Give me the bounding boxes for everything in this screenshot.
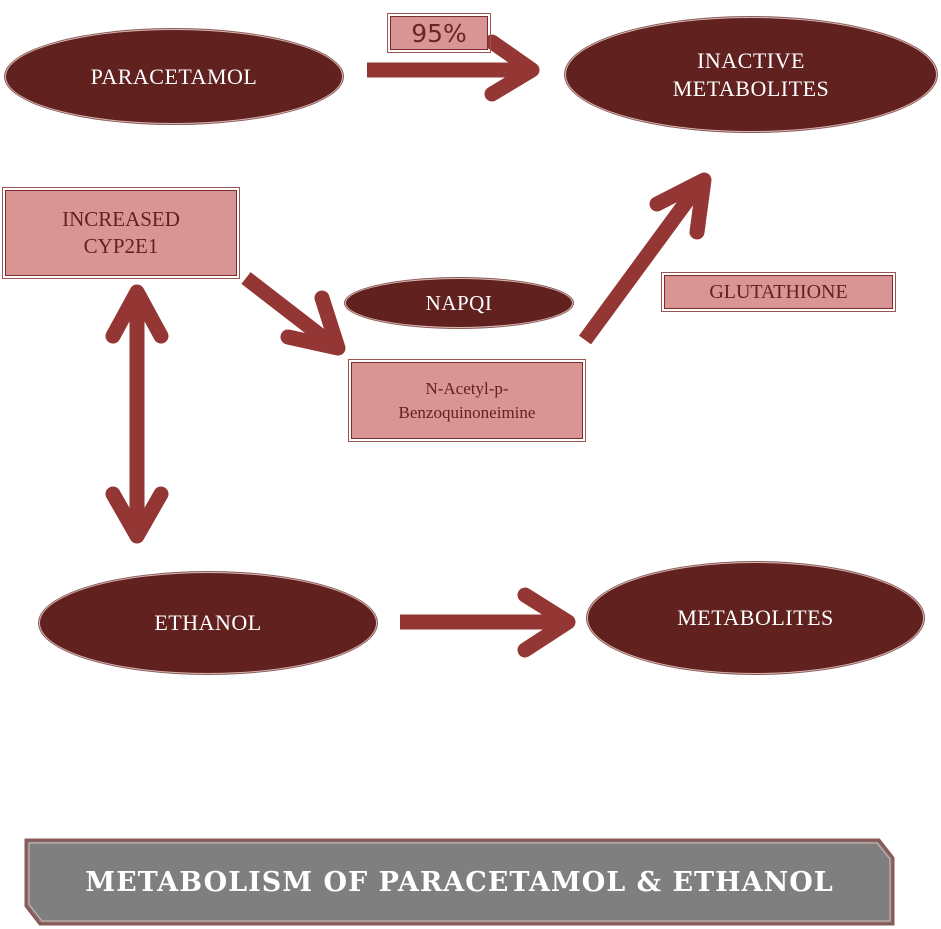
node-napqi-full-line2: Benzoquinoneimine bbox=[398, 402, 536, 422]
node-ethanol: ETHANOL bbox=[40, 573, 376, 673]
node-napqi: NAPQI bbox=[346, 279, 572, 327]
node-cyp-label-line2: CYP2E1 bbox=[83, 234, 159, 258]
node-napqi-label: NAPQI bbox=[425, 291, 493, 315]
node-glutathione: GLUTATHIONE bbox=[661, 272, 896, 312]
node-inactive-label-line2: METABOLITES bbox=[672, 75, 830, 101]
arrow-ethanol-to-metabolites bbox=[400, 587, 576, 658]
node-inactive-label-line1: INACTIVE bbox=[697, 47, 805, 73]
title-banner: METABOLISM OF PARACETAMOL & ETHANOL bbox=[24, 838, 895, 926]
percent-value: 95% bbox=[411, 18, 467, 48]
percent-label: 95% bbox=[387, 13, 491, 53]
node-ethanol-label: ETHANOL bbox=[154, 610, 262, 635]
banner-shape bbox=[24, 838, 895, 926]
node-cyp-label-line1: INCREASED bbox=[62, 207, 180, 231]
node-metabolites-label: METABOLITES bbox=[677, 605, 834, 630]
arrow-napqi-to-inactive bbox=[578, 172, 712, 345]
node-paracetamol: PARACETAMOL bbox=[6, 30, 342, 123]
node-increased-cyp2e1: INCREASED CYP2E1 bbox=[2, 187, 240, 279]
node-glutathione-label: GLUTATHIONE bbox=[709, 280, 848, 303]
double-arrow-cyp-ethanol bbox=[105, 284, 169, 544]
arrow-cyp-to-napqi bbox=[241, 272, 346, 356]
node-napqi-full-line1: N-Acetyl-p- bbox=[425, 378, 509, 398]
node-metabolites: METABOLITES bbox=[588, 563, 923, 673]
node-inactive-metabolites: INACTIVE METABOLITES bbox=[566, 18, 936, 131]
node-paracetamol-label: PARACETAMOL bbox=[90, 63, 258, 89]
arrow-paracetamol-to-inactive bbox=[367, 34, 540, 102]
diagram-title: METABOLISM OF PARACETAMOL & ETHANOL bbox=[85, 866, 834, 898]
node-napqi-full-name: N-Acetyl-p- Benzoquinoneimine bbox=[348, 359, 586, 442]
